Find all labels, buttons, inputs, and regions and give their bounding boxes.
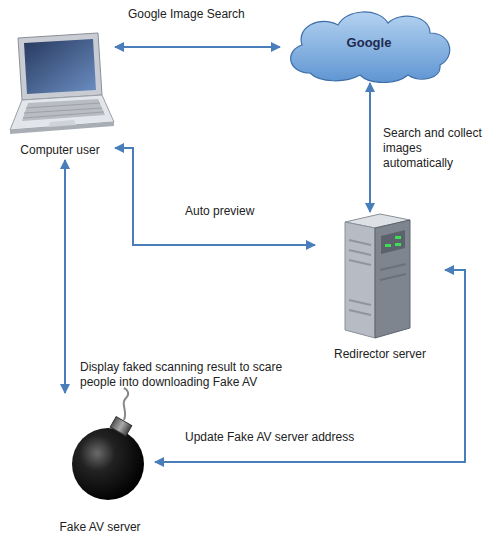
node-caption: Computer user: [5, 143, 115, 158]
icon-node: Computer user: [5, 30, 115, 160]
edge-label: Update Fake AV server address: [185, 430, 405, 445]
arrow-connector: [115, 46, 280, 48]
arrow-connector: [64, 160, 66, 393]
laptop-icon: [10, 33, 114, 134]
arrow-connector: [115, 148, 315, 245]
node-caption: Redirector server: [315, 347, 445, 362]
edge-label: Auto preview: [185, 204, 295, 219]
icon-node: Fake AV server: [45, 393, 155, 538]
cloud-node: Google: [280, 5, 458, 83]
edge-label: Display faked scanning result to scare p…: [80, 360, 306, 390]
edge-label: Google Image Search: [128, 7, 298, 22]
icon-node: Redirector server: [315, 212, 445, 364]
cloud-title: Google: [280, 35, 458, 50]
server-icon: [345, 214, 410, 338]
edge-label: Search and collect images automatically: [383, 126, 495, 171]
node-caption: Fake AV server: [45, 520, 155, 535]
bomb-icon: [72, 388, 144, 500]
arrow-connector: [369, 83, 371, 212]
